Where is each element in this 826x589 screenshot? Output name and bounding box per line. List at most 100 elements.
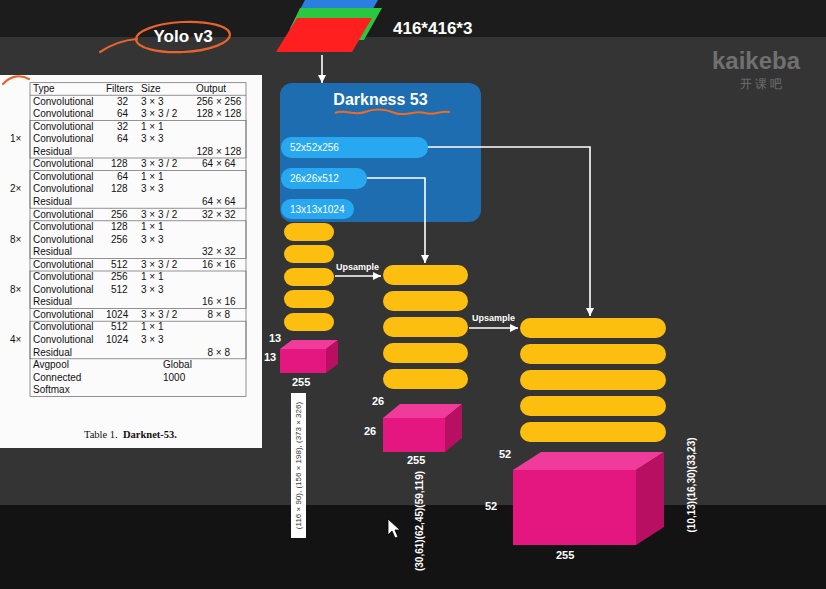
- table-cell: 3 × 3 / 2: [141, 309, 177, 321]
- dimension-label: 255: [292, 376, 310, 389]
- table-cell: 128: [111, 221, 128, 233]
- conv-layer: [520, 370, 666, 390]
- watermark: kaikeba: [712, 48, 800, 74]
- residual-group: [30, 120, 246, 158]
- route-arrow: [481, 147, 590, 316]
- conv-layer: [383, 317, 468, 337]
- table-cell: 16 × 16: [202, 259, 236, 271]
- upsample-arrow: [469, 327, 518, 329]
- table-header: Type: [33, 83, 55, 95]
- repeat-count: 8×: [10, 284, 21, 296]
- table-cell: 256: [111, 209, 128, 221]
- connector-arrow: [321, 55, 323, 83]
- table-cell: 128: [111, 183, 128, 195]
- feature-map-size: 13x13x1024: [290, 200, 345, 219]
- table-cell: 3 × 3 / 2: [141, 108, 177, 120]
- table-cell: Residual: [33, 347, 72, 359]
- table-cell: Convolutional: [33, 284, 94, 296]
- conv-layer: [383, 291, 468, 311]
- table-cell: 1 × 1: [141, 271, 164, 283]
- conv-layer: [520, 422, 666, 442]
- feature-map-size: 26x26x512: [290, 169, 339, 189]
- feature-map-pill: 26x26x512: [281, 168, 367, 189]
- output-cube: [280, 340, 338, 373]
- table-cell: Global: [163, 359, 192, 371]
- conv-layer: [284, 313, 334, 331]
- feature-map-size: 52x52x256: [290, 138, 339, 158]
- mouse-cursor: [388, 519, 400, 538]
- table-frame: [30, 83, 246, 397]
- table-cell: 64 × 64: [202, 196, 236, 208]
- pen-underline: [335, 109, 450, 114]
- anchor-sizes: (10,13)(16,30)(33,23): [684, 435, 698, 534]
- table-cell: Convolutional: [33, 221, 94, 233]
- cube-side: [326, 340, 338, 373]
- conv-layer: [383, 343, 468, 363]
- table-cell: Convolutional: [33, 133, 94, 145]
- conv-layer: [520, 344, 666, 364]
- dimension-label: 13: [269, 332, 281, 345]
- bottom-band: [0, 505, 826, 589]
- table-cell: 512: [111, 321, 128, 333]
- table-cell: 64: [117, 108, 128, 120]
- cube-front: [280, 349, 326, 373]
- table-cell: 1 × 1: [141, 221, 164, 233]
- output-cube: [383, 404, 462, 452]
- table-cell: 3 × 3 / 2: [141, 158, 177, 170]
- hand-annotation: [3, 20, 231, 84]
- backbone-box: Darkness 53 52x52x256 26x26x512 13x13x1024: [280, 83, 481, 222]
- table-cell: 32 × 32: [202, 246, 236, 258]
- cube-front: [383, 418, 445, 452]
- table-cell: 256: [111, 234, 128, 246]
- dimension-label: 255: [556, 549, 574, 562]
- table-cell: 128 × 128: [197, 146, 242, 158]
- table-cell: Convolutional: [33, 171, 94, 183]
- table-cell: Convolutional: [33, 271, 94, 283]
- table-caption: Darknet-53.: [123, 428, 177, 441]
- dimension-label: 13: [264, 351, 276, 364]
- table-cell: Convolutional: [33, 334, 94, 346]
- table-cell: 16 × 16: [202, 296, 236, 308]
- table-cell: Convolutional: [33, 121, 94, 133]
- anchor-sizes: (116 × 90), (156 × 198), (373 × 326): [291, 393, 306, 538]
- cube-front: [513, 470, 636, 545]
- conv-layer: [383, 369, 468, 389]
- repeat-count: 1×: [10, 133, 21, 145]
- repeat-count: 4×: [10, 334, 21, 346]
- input-size: 416*416*3: [393, 19, 472, 39]
- table-cell: Convolutional: [33, 96, 94, 108]
- conv-layer: [284, 268, 334, 286]
- conv-layer: [383, 265, 468, 285]
- watermark: 开课吧: [740, 77, 785, 91]
- table-header: Output: [196, 83, 226, 95]
- repeat-count: 8×: [10, 234, 21, 246]
- yellow-layers: [284, 223, 666, 442]
- table-cell: 512: [111, 259, 128, 271]
- table-cell: 3 × 3: [141, 183, 164, 195]
- backbone-title: Darkness 53: [333, 90, 427, 109]
- residual-group: [30, 221, 246, 259]
- table-cell: Softmax: [33, 384, 70, 396]
- table-cell: 256: [111, 271, 128, 283]
- conv-layer: [284, 223, 334, 241]
- table-cell: 1024: [106, 309, 128, 321]
- repeat-count: 2×: [10, 183, 21, 195]
- table-cell: Convolutional: [33, 321, 94, 333]
- output-cube: [513, 452, 664, 545]
- table-cell: 3 × 3: [141, 133, 164, 145]
- table-cell: 64 × 64: [202, 158, 236, 170]
- conv-layer: [520, 396, 666, 416]
- table-cell: 1024: [106, 334, 128, 346]
- table-cell: Connected: [33, 372, 81, 384]
- red-channel: [276, 18, 372, 52]
- dimension-label: 26: [372, 395, 384, 408]
- table-header: Size: [141, 83, 160, 95]
- conv-layer: [284, 245, 334, 263]
- table-cell: 3 × 3 / 2: [141, 259, 177, 271]
- table-cell: 32 × 32: [202, 209, 236, 221]
- table-cell: 1000: [163, 372, 185, 384]
- table-rules: [30, 83, 246, 397]
- table-cell: Convolutional: [33, 234, 94, 246]
- table-cell: Residual: [33, 196, 72, 208]
- table-caption: Table 1.: [84, 428, 118, 441]
